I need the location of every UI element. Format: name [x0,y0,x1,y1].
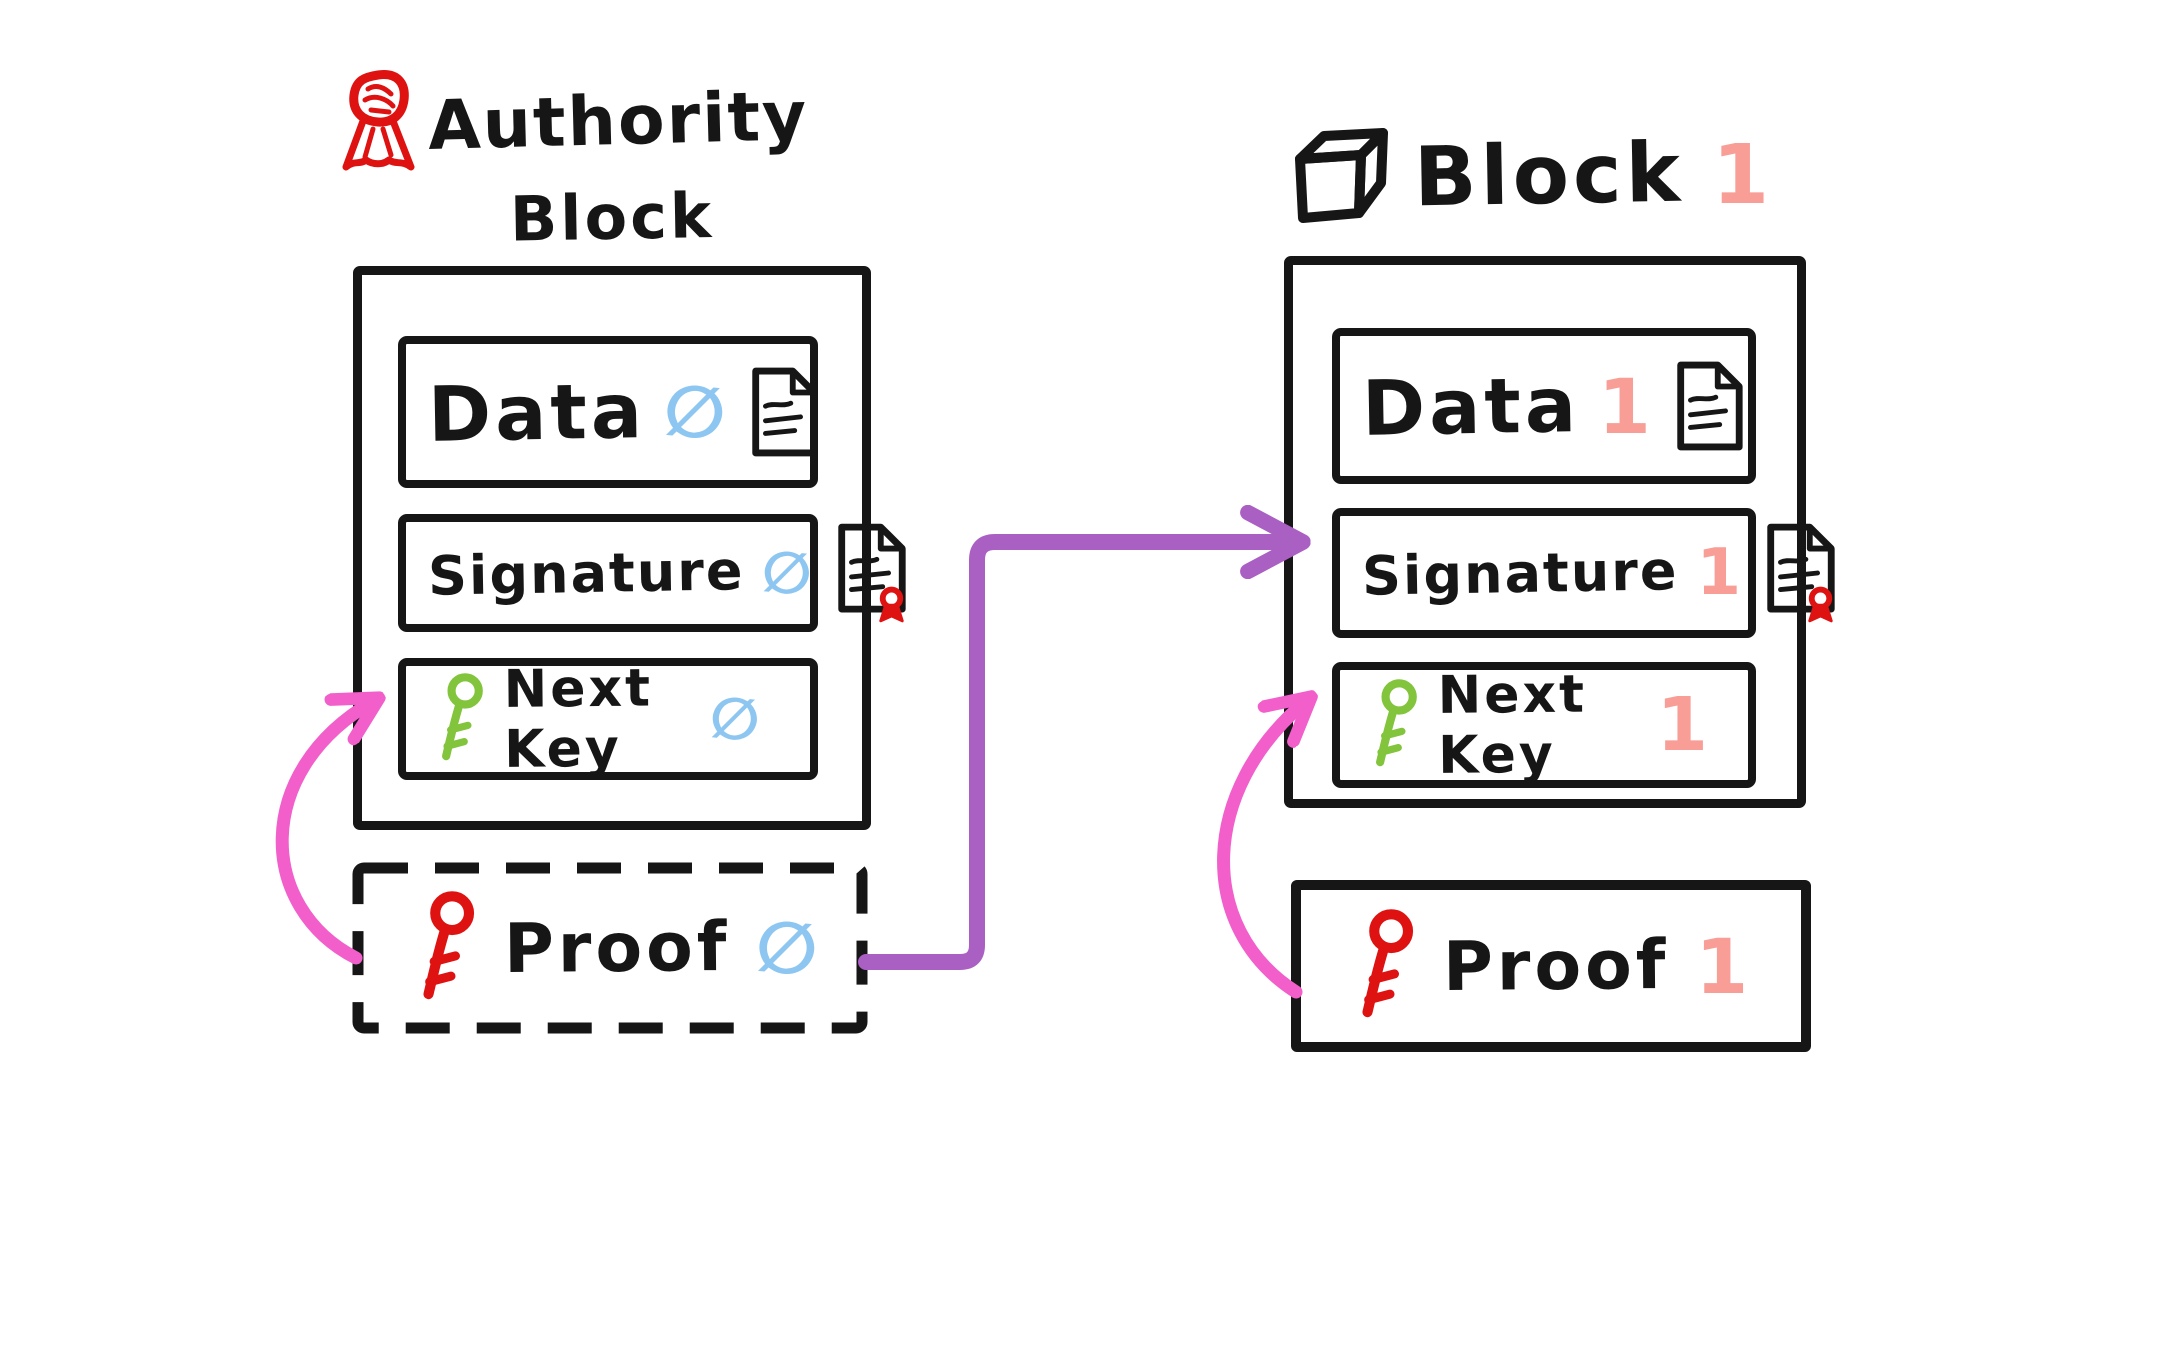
authority-proof-label: Proof [503,907,731,989]
block1-proof-box: Proof 1 [1291,880,1811,1052]
sealed-document-icon [1767,523,1835,623]
authority-nextkey-value: ∅ [706,682,764,756]
block1-data-field: Data 1 [1332,328,1756,484]
seal-icon [342,70,415,171]
authority-proof-box: Proof ∅ [352,862,868,1034]
authority-nextkey-label: Next Key [503,658,654,780]
block1-data-label: Data [1361,359,1581,453]
red-key-icon [423,891,475,1000]
block1-signature-value: 1 [1696,536,1741,610]
green-key-icon [442,673,483,761]
block1-signature-field: Signature 1 [1332,508,1835,638]
authority-signature-label: Signature [427,538,745,608]
authority-signature-field: Signature ∅ [398,514,906,632]
block1-title-number: 1 [1712,127,1770,223]
document-icon [1677,361,1743,451]
block1-proof-value: 1 [1695,921,1749,1011]
block1-nextkey-value: 1 [1656,682,1709,768]
red-key-icon [1362,909,1414,1018]
block1-data-value: 1 [1598,361,1651,451]
block1-nextkey-field: Next Key 1 [1332,662,1756,788]
block1-nextkey-label: Next Key [1437,664,1588,786]
authority-data-field: Data ∅ [398,336,818,488]
authority-data-label: Data [427,365,647,459]
block1-proof-label: Proof [1442,925,1670,1007]
purple-connector-arrow [858,542,1292,970]
block1-title: Block 1 [1288,122,1769,228]
authority-proof-value: ∅ [752,903,823,993]
block1-title-text: Block [1413,125,1685,225]
authority-nextkey-field: Next Key ∅ [398,658,818,780]
authority-title-line1: Authority [427,77,810,166]
document-icon [751,367,818,457]
authority-signature-value: ∅ [759,536,816,610]
authority-block-title: Authority Block [338,66,810,256]
cube-icon [1295,128,1388,223]
block1-signature-label: Signature [1361,538,1679,608]
authority-title-line2: Block [509,179,715,256]
green-key-icon [1376,679,1417,767]
authority-data-value: ∅ [659,367,730,457]
sealed-document-icon [838,523,906,623]
